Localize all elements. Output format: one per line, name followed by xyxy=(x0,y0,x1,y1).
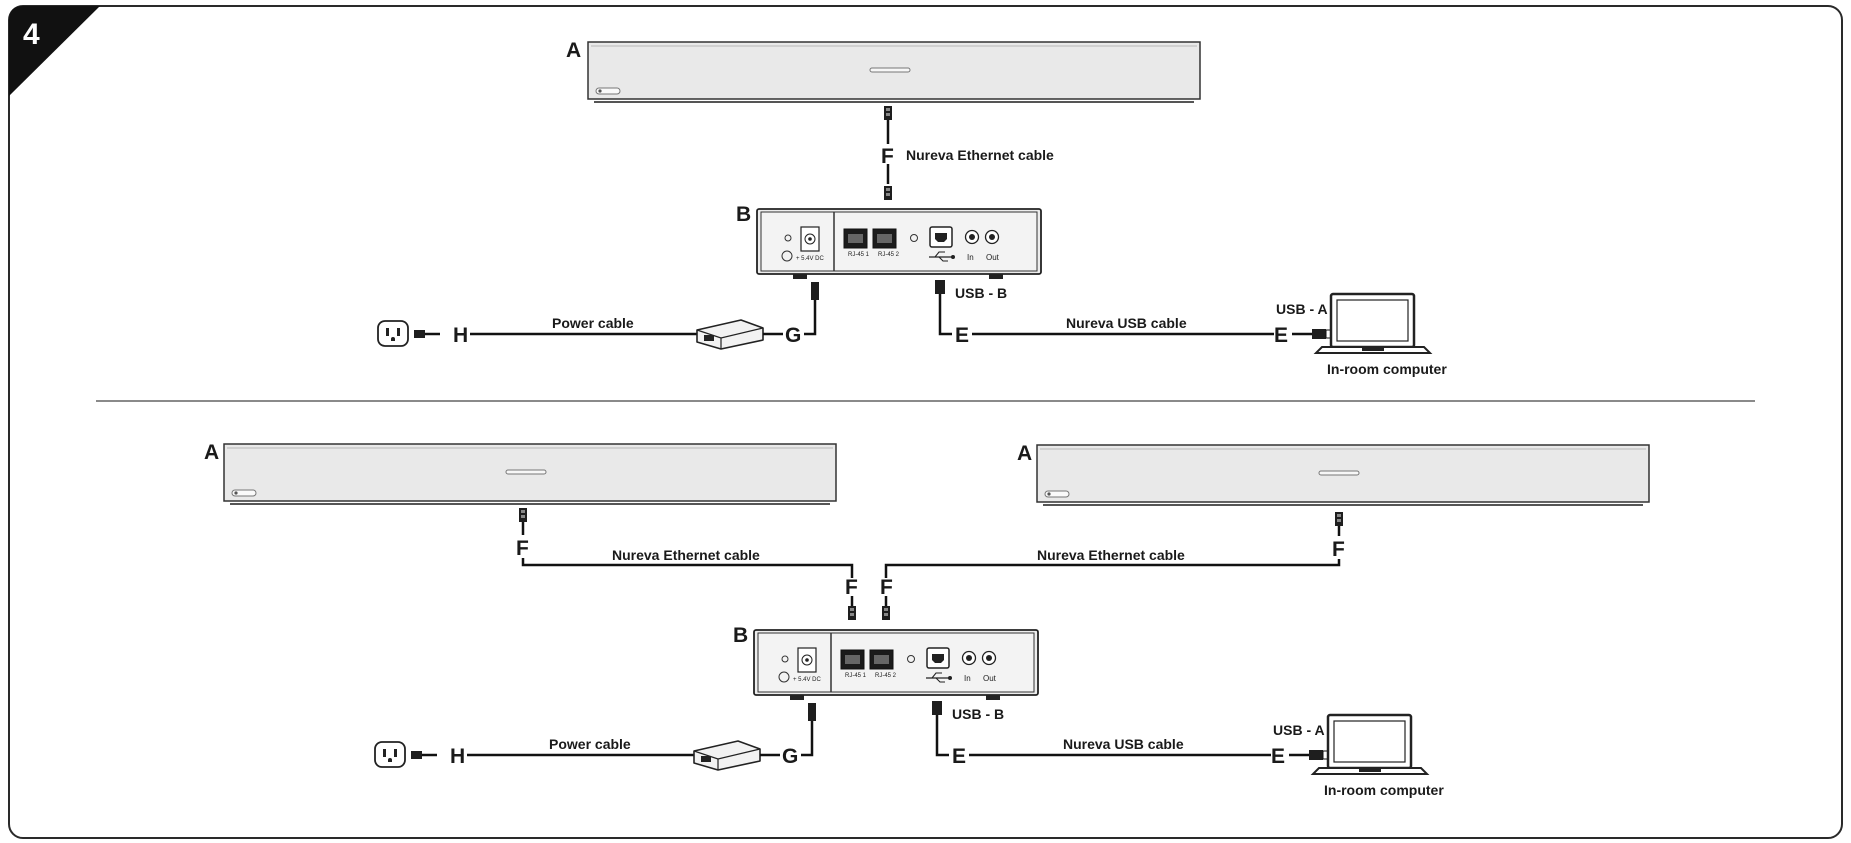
ethernet-plug-top xyxy=(884,106,892,120)
soundbar-a xyxy=(587,41,1201,103)
wall-outlet xyxy=(377,320,409,347)
computer-caption-bottom: In-room computer xyxy=(1324,782,1444,798)
usb-a-caption: USB - A xyxy=(1276,301,1328,317)
ethernet-plug-bottom xyxy=(884,186,892,200)
ethernet-plug-right-bar xyxy=(1335,512,1343,526)
eth-left-caption: Nureva Ethernet cable xyxy=(612,547,760,563)
ethernet-plug-right-hub xyxy=(882,606,890,620)
laptop-bottom xyxy=(1311,713,1429,776)
hub-label-bottom: B xyxy=(733,624,748,647)
usb-caption: Nureva USB cable xyxy=(1066,315,1187,331)
soundbar-label: A xyxy=(566,39,581,62)
step-badge xyxy=(9,6,100,96)
eth-right-letter-top: F xyxy=(1332,538,1345,561)
wall-outlet-bottom xyxy=(374,741,406,768)
audio-out-label-bottom: Out xyxy=(983,674,997,683)
rj45-label-1-bottom: RJ-45 1 xyxy=(845,673,867,679)
ethernet-plug-left-bar xyxy=(519,508,527,522)
panel-frame xyxy=(8,5,1843,839)
soundbar-a-right xyxy=(1036,444,1650,506)
power-caption-bottom: Power cable xyxy=(549,736,631,752)
hub-b xyxy=(756,208,1042,280)
laptop xyxy=(1314,292,1432,355)
usb-letter-right: E xyxy=(1274,324,1288,347)
usb-letter-left: E xyxy=(955,324,969,347)
eth-left-letter-top: F xyxy=(516,537,529,560)
eth-left-letter-bottom: F xyxy=(845,576,858,599)
eth-right-letter-bottom: F xyxy=(880,576,893,599)
rj45-label-2: RJ-45 2 xyxy=(878,252,900,258)
usb-b-caption: USB - B xyxy=(955,285,1007,301)
ethernet-plug-left-hub xyxy=(848,606,856,620)
top-diagram: A F Nureva Ethernet cable B + 5.4V DC RJ… xyxy=(377,39,1447,377)
ethernet-caption: Nureva Ethernet cable xyxy=(906,147,1054,163)
dc-label: + 5.4V DC xyxy=(796,256,825,262)
usb-a-caption-bottom: USB - A xyxy=(1273,722,1325,738)
power-letter-g-bottom: G xyxy=(782,745,798,768)
eth-right-caption: Nureva Ethernet cable xyxy=(1037,547,1185,563)
rj45-label-2-bottom: RJ-45 2 xyxy=(875,673,897,679)
usb-letter-left-bottom: E xyxy=(952,745,966,768)
usb-caption-bottom: Nureva USB cable xyxy=(1063,736,1184,752)
power-caption: Power cable xyxy=(552,315,634,331)
hub-label: B xyxy=(736,203,751,226)
hub-b-bottom xyxy=(753,629,1039,701)
power-letter-h: H xyxy=(453,324,468,347)
power-letter-g: G xyxy=(785,324,801,347)
bottom-diagram: A A F Nureva Ethernet cable F F Nureva E… xyxy=(204,441,1650,798)
computer-caption: In-room computer xyxy=(1327,361,1447,377)
soundbar-left-label: A xyxy=(204,441,219,464)
soundbar-right-label: A xyxy=(1017,442,1032,465)
power-letter-h-bottom: H xyxy=(450,745,465,768)
audio-out-label: Out xyxy=(986,253,1000,262)
ethernet-letter: F xyxy=(881,145,894,168)
rj45-label-1: RJ-45 1 xyxy=(848,252,870,258)
step-number: 4 xyxy=(23,18,40,51)
audio-in-label: In xyxy=(967,253,974,262)
audio-in-label-bottom: In xyxy=(964,674,971,683)
dc-label-bottom: + 5.4V DC xyxy=(793,677,822,683)
usb-letter-right-bottom: E xyxy=(1271,745,1285,768)
soundbar-a-left xyxy=(223,443,837,505)
usb-b-caption-bottom: USB - B xyxy=(952,706,1004,722)
